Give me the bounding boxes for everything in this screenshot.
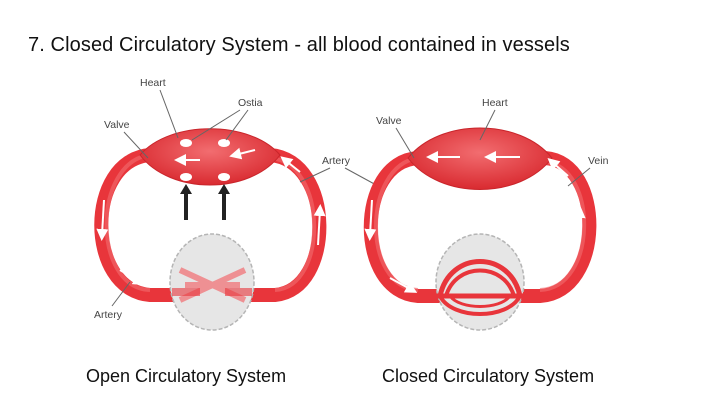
label-vein: Vein <box>588 155 609 167</box>
label-valve-closed: Valve <box>376 115 402 127</box>
slide-title: 7. Closed Circulatory System - all blood… <box>28 34 570 56</box>
shared-artery-label: Artery <box>299 155 379 187</box>
open-circulatory-diagram: Heart Ostia Valve Artery <box>94 77 327 331</box>
label-heart-open: Heart <box>140 77 166 89</box>
closed-heart <box>407 127 553 190</box>
label-valve-open: Valve <box>104 119 130 131</box>
ostium-icon <box>218 139 230 147</box>
ostium-icon <box>218 173 230 181</box>
open-heart <box>139 128 281 186</box>
label-ostia: Ostia <box>238 97 263 109</box>
closed-vessel-loop <box>363 151 597 303</box>
closed-circulatory-diagram: Heart Valve Vein <box>363 97 609 331</box>
open-tissue-sinus <box>169 233 255 331</box>
inflow-arrow-icon <box>218 184 230 220</box>
label-artery-shared: Artery <box>322 155 351 167</box>
caption-closed-system: Closed Circulatory System <box>382 366 595 386</box>
closed-capillary-bed <box>430 233 530 331</box>
inflow-arrow-icon <box>180 184 192 220</box>
ostium-icon <box>180 139 192 147</box>
label-heart-closed: Heart <box>482 97 508 109</box>
label-artery-open: Artery <box>94 309 123 321</box>
caption-open-system: Open Circulatory System <box>86 366 287 386</box>
ostium-icon <box>180 173 192 181</box>
